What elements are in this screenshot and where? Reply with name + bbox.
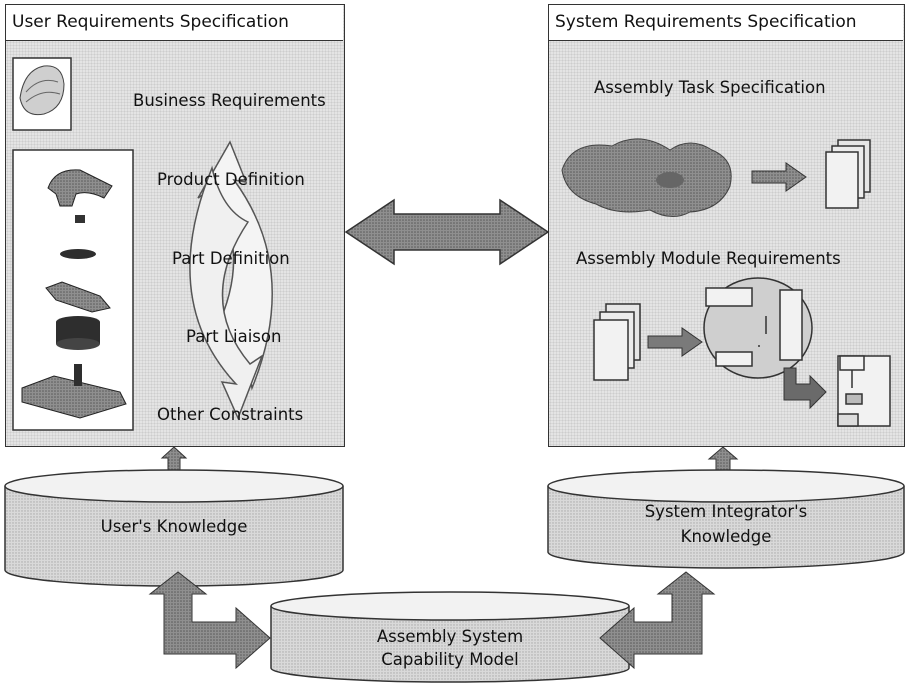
other-constraints-label: Other Constraints [157, 405, 304, 424]
cycle-arrows [189, 140, 273, 420]
workstation-icon [837, 355, 891, 427]
system-requirements-title: System Requirements Specification [549, 5, 903, 41]
business-requirements-label: Business Requirements [133, 91, 326, 110]
part-definition-label: Part Definition [172, 249, 290, 268]
integrator-knowledge-line1: System Integrator's [644, 502, 808, 521]
bent-arrow-right [599, 571, 716, 670]
integrator-knowledge-line2: Knowledge [680, 527, 772, 546]
integrator-knowledge-db [547, 469, 905, 569]
business-document-icon [12, 57, 72, 131]
gears-image [561, 138, 732, 217]
assembly-module-req-label: Assembly Module Requirements [576, 249, 841, 268]
capability-model-line1: Assembly System [376, 627, 524, 646]
module-documents-icon [593, 303, 641, 381]
part-liaison-label: Part Liaison [186, 327, 282, 346]
module-layout-icon [703, 277, 813, 379]
double-arrow-horizontal [344, 198, 550, 266]
arrow-docs-to-module [647, 327, 703, 357]
bent-arrow-left [148, 571, 271, 670]
assembly-task-spec-label: Assembly Task Specification [594, 78, 826, 97]
user-knowledge-db [4, 469, 344, 587]
task-documents-icon [825, 139, 871, 209]
user-knowledge-label: User's Knowledge [100, 517, 248, 536]
capability-model-db [270, 591, 630, 683]
arrow-gears-to-docs [751, 162, 807, 192]
user-requirements-title: User Requirements Specification [6, 5, 343, 41]
arrow-module-to-station [783, 367, 827, 410]
product-definition-label: Product Definition [157, 170, 305, 189]
exploded-parts-image [12, 149, 134, 431]
capability-model-line2: Capability Model [381, 650, 519, 669]
